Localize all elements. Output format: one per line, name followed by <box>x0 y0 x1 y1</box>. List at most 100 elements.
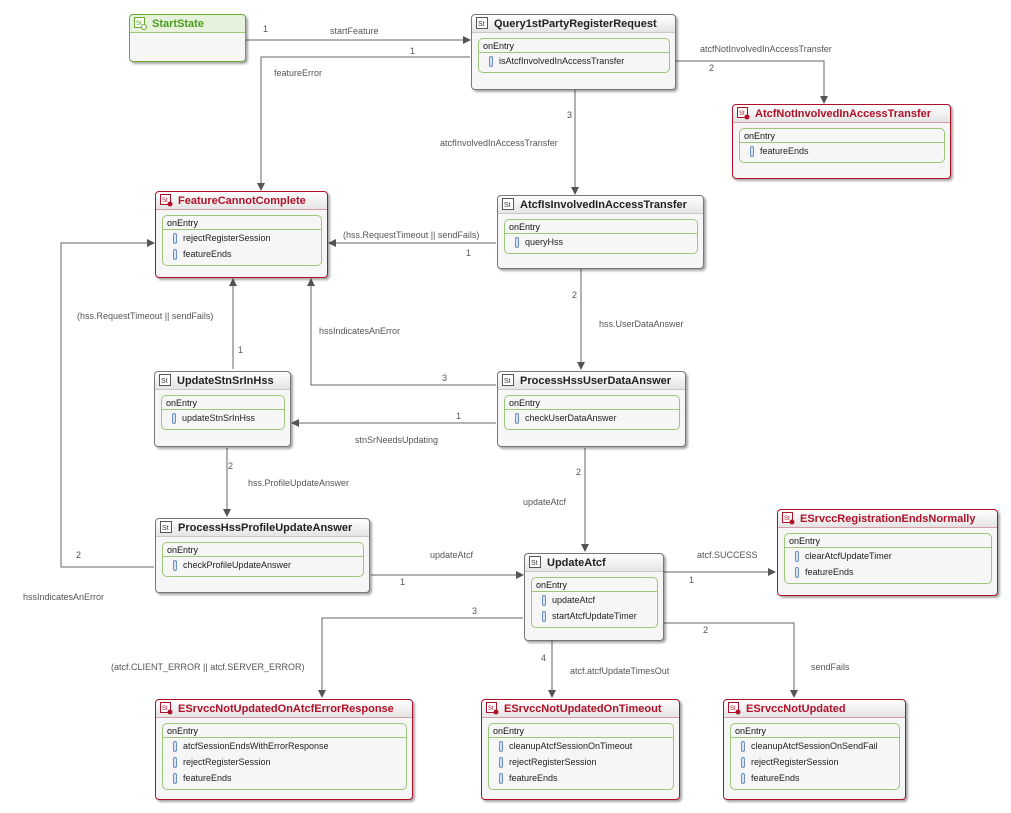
state-featurecannotcomplete[interactable]: St FeatureCannotComplete onEntry rejectR… <box>155 191 328 278</box>
initial-state-icon: St <box>134 17 147 30</box>
on-entry-label: onEntry <box>532 580 657 592</box>
edge-priority: 2 <box>576 467 582 477</box>
entry-action: updateAtcf <box>542 592 653 608</box>
state-esrvccnotupdated[interactable]: St ESrvccNotUpdated onEntry cleanupAtcfS… <box>723 699 906 800</box>
on-entry-block: onEntry cleanupAtcfSessionOnTimeout reje… <box>488 723 674 790</box>
final-state-icon: St <box>728 702 741 715</box>
state-esrvccregistrationendsnormally[interactable]: St ESrvccRegistrationEndsNormally onEntr… <box>777 509 998 596</box>
svg-text:St: St <box>730 706 736 712</box>
state-header: St UpdateAtcf <box>525 554 663 572</box>
edge-updateatcf-notupdated <box>664 622 798 698</box>
state-atcfisinvolvedinaccesstransfer[interactable]: St AtcfIsInvolvedInAccessTransfer onEntr… <box>497 195 704 269</box>
action-icon <box>172 412 176 424</box>
svg-text:St: St <box>531 560 538 567</box>
state-atcfnotinvolvedinaccesstransfer[interactable]: St AtcfNotInvolvedInAccessTransfer onEnt… <box>732 104 951 179</box>
edge-label-hssindicatesanerror: hssIndicatesAnError <box>23 592 105 602</box>
entry-action: rejectRegisterSession <box>499 754 669 770</box>
entry-action: atcfSessionEndsWithErrorResponse <box>173 738 402 754</box>
edge-priority: 1 <box>263 24 269 34</box>
entry-action: checkProfileUpdateAnswer <box>173 557 359 573</box>
state-title: FeatureCannotComplete <box>178 194 306 207</box>
edge-label-featureerror: featureError <box>274 68 323 78</box>
svg-text:St: St <box>488 706 494 712</box>
state-query1stpartyregisterrequest[interactable]: St Query1stPartyRegisterRequest onEntry … <box>471 14 676 90</box>
state-header: St ESrvccRegistrationEndsNormally <box>778 510 997 528</box>
edge-label-atcfnotinvolved: atcfNotInvolvedInAccessTransfer <box>700 44 832 54</box>
on-entry-label: onEntry <box>163 545 363 557</box>
on-entry-block: onEntry isAtcfInvolvedInAccessTransfer <box>478 38 670 73</box>
action-icon <box>173 232 177 244</box>
edge-priority: 2 <box>709 63 715 73</box>
state-icon: St <box>502 374 514 386</box>
action-icon <box>173 772 177 784</box>
entry-action: queryHss <box>515 234 693 250</box>
edge-label-startfeature: startFeature <box>330 26 379 36</box>
edge-processhssuserdataanswer-featurecannotcomplete <box>307 278 496 386</box>
state-header: St ESrvccNotUpdated <box>724 700 905 718</box>
state-title: ESrvccNotUpdated <box>746 702 846 715</box>
edge-label-atcfupdatetimesout: atcf.atcfUpdateTimesOut <box>570 666 670 676</box>
on-entry-label: onEntry <box>740 131 944 143</box>
state-startstate[interactable]: St StartState <box>129 14 246 62</box>
edge-priority: 1 <box>466 248 472 258</box>
state-header: St StartState <box>130 15 245 33</box>
on-entry-label: onEntry <box>163 218 321 230</box>
entry-action: featureEnds <box>750 143 940 159</box>
state-processhssprofileupdateanswer[interactable]: St ProcessHssProfileUpdateAnswer onEntry… <box>155 518 370 593</box>
edge-label-hss-timeout: (hss.RequestTimeout || sendFails) <box>343 230 480 240</box>
entry-action: rejectRegisterSession <box>741 754 895 770</box>
final-state-icon: St <box>160 194 173 207</box>
state-updateatcf[interactable]: St UpdateAtcf onEntry updateAtcf startAt… <box>524 553 664 641</box>
entry-action: clearAtcfUpdateTimer <box>795 548 987 564</box>
on-entry-block: onEntry checkUserDataAnswer <box>504 395 680 430</box>
state-title: AtcfNotInvolvedInAccessTransfer <box>755 107 932 120</box>
state-esrvccnotupdatedontimeout[interactable]: St ESrvccNotUpdatedOnTimeout onEntry cle… <box>481 699 680 800</box>
state-icon: St <box>160 521 172 533</box>
on-entry-label: onEntry <box>731 726 899 738</box>
entry-action: rejectRegisterSession <box>173 230 317 246</box>
on-entry-block: onEntry atcfSessionEndsWithErrorResponse… <box>162 723 407 790</box>
final-state-icon: St <box>160 702 173 715</box>
action-icon <box>499 740 503 752</box>
state-icon: St <box>476 17 488 29</box>
state-updatestnsrinhss[interactable]: St UpdateStnSrInHss onEntry updateStnSrI… <box>154 371 291 447</box>
svg-text:St: St <box>784 516 790 522</box>
action-icon <box>795 550 799 562</box>
on-entry-label: onEntry <box>785 536 991 548</box>
state-title: ESrvccNotUpdatedOnAtcfErrorResponse <box>178 702 394 715</box>
svg-text:St: St <box>504 378 511 385</box>
edge-priority: 2 <box>228 461 234 471</box>
state-title: ProcessHssUserDataAnswer <box>520 374 672 387</box>
edge-label-updateatcf: updateAtcf <box>523 497 567 507</box>
edge-label-atcf-success: atcf.SUCCESS <box>697 550 758 560</box>
action-icon <box>741 772 745 784</box>
state-header: St FeatureCannotComplete <box>156 192 327 210</box>
on-entry-label: onEntry <box>163 726 406 738</box>
action-icon <box>499 772 503 784</box>
state-header: St ProcessHssProfileUpdateAnswer <box>156 519 369 537</box>
state-icon: St <box>502 198 514 210</box>
on-entry-block: onEntry featureEnds <box>739 128 945 163</box>
edge-label-hss-timeout: (hss.RequestTimeout || sendFails) <box>77 311 214 321</box>
state-title: ESrvccNotUpdatedOnTimeout <box>504 702 662 715</box>
on-entry-block: onEntry queryHss <box>504 219 698 254</box>
on-entry-block: onEntry cleanupAtcfSessionOnSendFail rej… <box>730 723 900 790</box>
entry-action: featureEnds <box>795 564 987 580</box>
state-esrvccnotupdatedonatcferrorresponse[interactable]: St ESrvccNotUpdatedOnAtcfErrorResponse o… <box>155 699 413 800</box>
svg-text:St: St <box>161 378 168 385</box>
edge-label-profileupdateanswer: hss.ProfileUpdateAnswer <box>248 478 350 488</box>
on-entry-block: onEntry checkProfileUpdateAnswer <box>162 542 364 577</box>
state-header: St ProcessHssUserDataAnswer <box>498 372 685 390</box>
action-icon <box>542 594 546 606</box>
state-processhssuserdataanswer[interactable]: St ProcessHssUserDataAnswer onEntry chec… <box>497 371 686 447</box>
action-icon <box>542 610 546 622</box>
action-icon <box>173 248 177 260</box>
action-icon <box>515 236 519 248</box>
on-entry-block: onEntry clearAtcfUpdateTimer featureEnds <box>784 533 992 584</box>
edge-label-hssindicatesanerror: hssIndicatesAnError <box>319 326 401 336</box>
edge-priority: 2 <box>703 625 709 635</box>
action-icon <box>499 756 503 768</box>
on-entry-label: onEntry <box>162 398 284 410</box>
state-title: StartState <box>152 17 204 30</box>
